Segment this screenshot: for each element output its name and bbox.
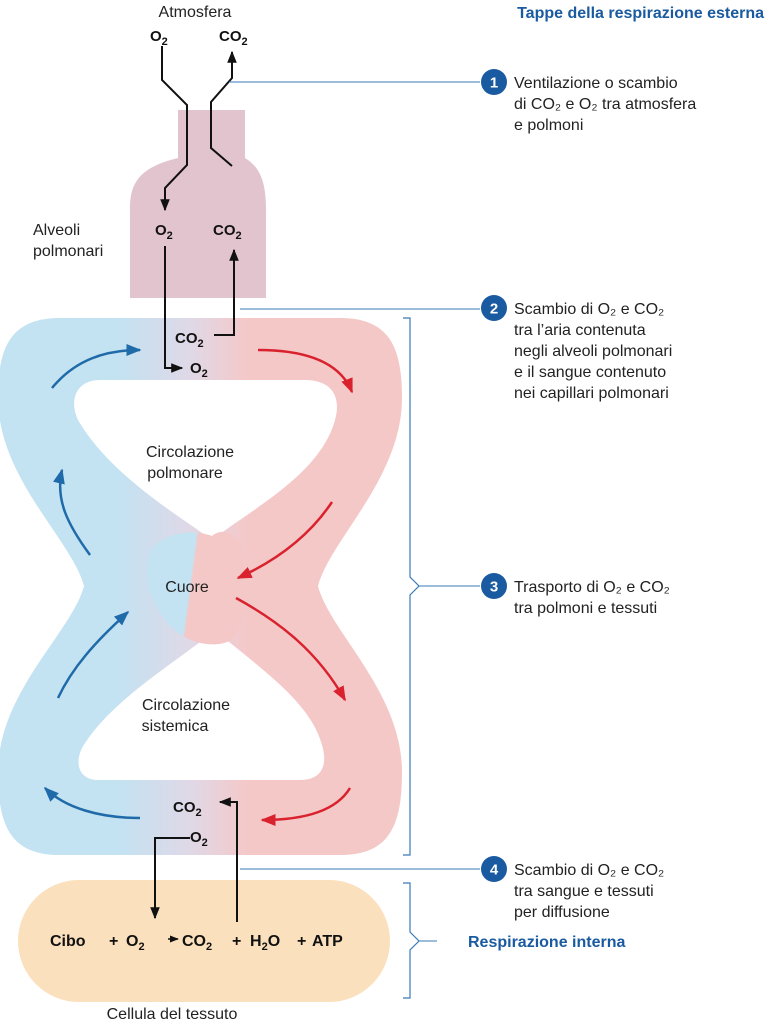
step-2-line-2: tra l’aria contenuta <box>514 322 646 339</box>
o2-to-tissue-line <box>150 837 190 920</box>
step-1-line-3: e polmoni <box>514 117 583 134</box>
red-flow-arrow <box>260 787 352 826</box>
step-3-line-2: tra polmoni e tessuti <box>514 600 657 617</box>
co2-exhale-line <box>210 50 237 167</box>
step-badge-2 <box>481 295 507 321</box>
step-2-line-4: e il sangue contenuto <box>514 364 666 381</box>
blue-flow-arrow <box>51 344 142 389</box>
external-respiration-title: Tappe della respirazione esterna <box>517 5 764 22</box>
alveoli-co2: CO2 <box>213 222 242 242</box>
step-4-line-3: per diffusione <box>514 904 610 921</box>
systemic-capillary-co2: CO2 <box>173 799 202 819</box>
alveoli-o2: O2 <box>155 222 173 242</box>
step-4-line-2: tra sangue e tessuti <box>514 883 654 900</box>
equation-atp: ATP <box>312 933 343 950</box>
pulmonary-capillary-co2: CO2 <box>175 330 204 350</box>
o2-inhale-line <box>160 46 188 212</box>
systemic-capillary-o2: O2 <box>190 829 208 849</box>
step-2-line-1: Scambio di O₂ e CO₂ <box>514 301 664 318</box>
blue-flow-arrow <box>43 786 141 820</box>
internal-respiration-label: Respirazione interna <box>468 934 625 951</box>
o2-to-blood-line <box>164 246 184 373</box>
step-number-2: 2 <box>490 301 498 318</box>
step-number-1: 1 <box>490 75 498 92</box>
red-flow-arrow <box>236 501 334 580</box>
equation-plus-2: + <box>232 933 241 950</box>
step-2-line-5: nei capillari polmonari <box>514 385 669 402</box>
tissue-cell-shape <box>18 880 390 1002</box>
step-1-line-1: Ventilazione o scambio <box>514 75 678 92</box>
red-flow-arrow <box>257 348 354 394</box>
atmosphere-o2: O2 <box>150 28 168 48</box>
equation-plus-1: + <box>109 933 118 950</box>
pulmonary-circulation-line-2: polmonare <box>147 465 223 482</box>
co2-to-blood-line <box>218 797 238 922</box>
heart-shape <box>146 531 247 645</box>
systemic-circulation-line-2: sistemica <box>142 718 209 735</box>
equation-h2o: H2O <box>250 933 280 953</box>
step-1-line-2: di CO₂ e O₂ tra atmosfera <box>514 96 696 113</box>
red-flow-arrow <box>235 596 347 702</box>
step-number-3: 3 <box>490 579 498 596</box>
equation-o2: O2 <box>126 933 145 953</box>
equation-plus-3: + <box>297 933 306 950</box>
co2-to-alveoli-line <box>214 248 239 336</box>
pulmonary-capillary-o2: O2 <box>190 360 208 380</box>
transport-bracket <box>403 317 420 856</box>
step-number-4: 4 <box>490 862 499 879</box>
alveoli-chamber <box>130 110 266 298</box>
blue-flow-arrow <box>56 610 130 699</box>
step-2-line-3: negli alveoli polmonari <box>514 343 672 360</box>
equation-food: Cibo <box>50 933 86 950</box>
internal-bracket <box>403 882 420 999</box>
step-badge-4 <box>481 856 507 882</box>
systemic-circulation-line-1: Circolazione <box>142 697 230 714</box>
step-4-line-1: Scambio di O₂ e CO₂ <box>514 862 664 879</box>
blue-flow-arrow <box>53 468 92 556</box>
pulmonary-circulation-line-1: Circolazione <box>146 444 234 461</box>
heart-label: Cuore <box>165 579 209 596</box>
tissue-cell-label: Cellula del tessuto <box>107 1006 238 1023</box>
step-3-line-1: Trasporto di O₂ e CO₂ <box>514 579 670 596</box>
step-badge-3 <box>481 573 507 599</box>
atmosphere-label: Atmosfera <box>159 4 232 21</box>
atmosphere-co2: CO2 <box>219 28 248 48</box>
equation-co2: CO2 <box>182 933 212 953</box>
step-badge-1 <box>481 69 507 95</box>
alveoli-label-line-2: polmonari <box>33 243 103 260</box>
alveoli-label-line-1: Alveoli <box>33 222 80 239</box>
